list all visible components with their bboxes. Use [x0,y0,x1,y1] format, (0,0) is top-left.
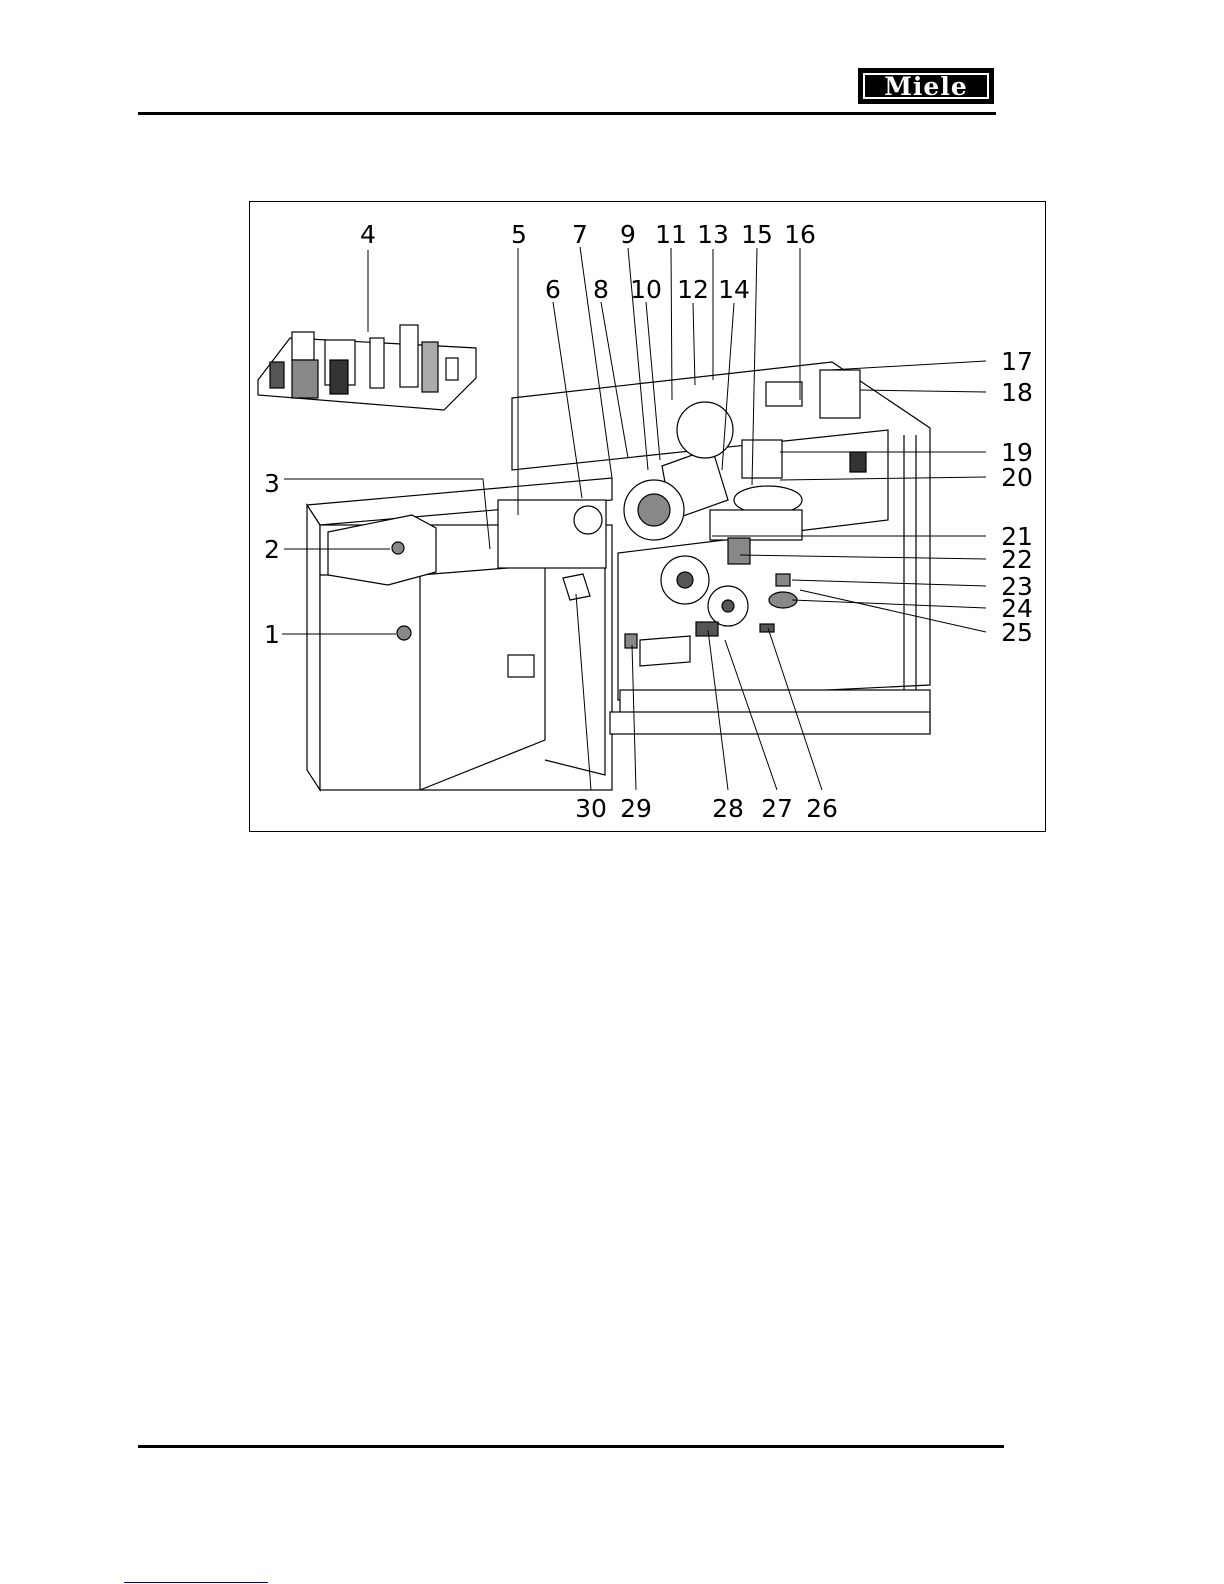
circuit-board [258,325,476,410]
callout-8: 8 [593,275,609,304]
callout-15: 15 [741,220,773,249]
callout-14: 14 [718,275,750,304]
callout-17: 17 [1001,347,1033,376]
callout-29: 29 [620,794,652,823]
callout-22: 22 [1001,545,1033,574]
callout-16: 16 [784,220,816,249]
callout-20: 20 [1001,463,1033,492]
callout-18: 18 [1001,378,1033,407]
callout-28: 28 [712,794,744,823]
callout-25: 25 [1001,618,1033,647]
footer-link-underline [124,1582,268,1583]
callout-7: 7 [572,220,588,249]
callout-10: 10 [630,275,662,304]
footer-rule [138,1445,1004,1448]
callout-9: 9 [620,220,636,249]
callout-12: 12 [677,275,709,304]
callout-6: 6 [545,275,561,304]
callout-26: 26 [806,794,838,823]
callout-30: 30 [575,794,607,823]
callout-2: 2 [264,535,280,564]
callout-5: 5 [511,220,527,249]
callout-3: 3 [264,469,280,498]
callout-11: 11 [655,220,687,249]
callout-1: 1 [264,620,280,649]
callout-27: 27 [761,794,793,823]
callout-4: 4 [360,220,376,249]
callout-13: 13 [697,220,729,249]
